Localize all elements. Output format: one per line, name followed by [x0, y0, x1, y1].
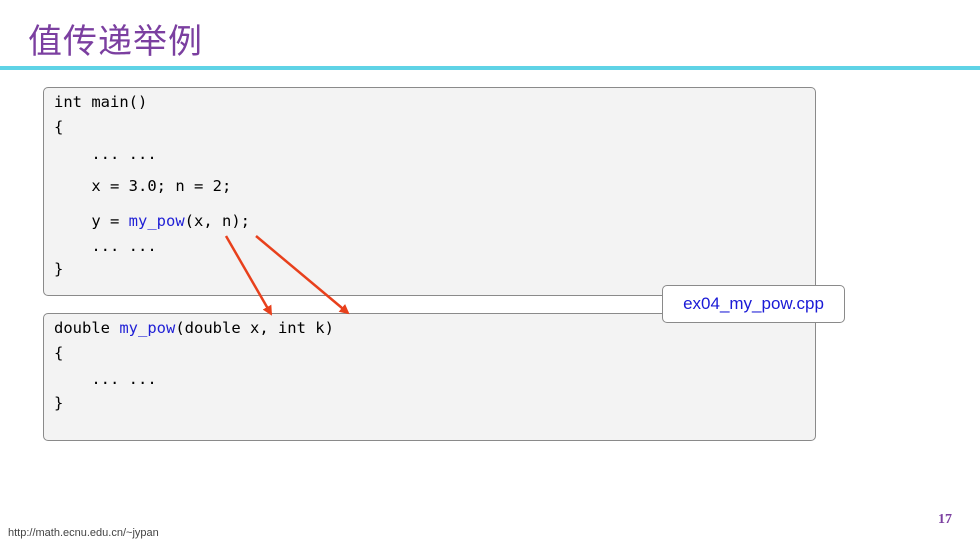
- code-line: {: [54, 118, 64, 136]
- title-divider: [0, 66, 980, 70]
- code-text: (double x, int k): [175, 319, 334, 337]
- code-line-signature: double my_pow(double x, int k): [54, 319, 334, 337]
- page-number: 17: [938, 512, 952, 527]
- code-text: double: [54, 319, 120, 337]
- filename-label: ex04_my_pow.cpp: [662, 285, 845, 323]
- code-text: y =: [54, 212, 129, 230]
- function-name: my_pow: [128, 212, 185, 230]
- function-name: my_pow: [119, 319, 176, 337]
- code-line: }: [54, 260, 64, 278]
- code-line: {: [54, 344, 64, 362]
- function-code-block: double my_pow(double x, int k) { ... ...…: [43, 313, 816, 441]
- main-code-block: int main() { ... ... x = 3.0; n = 2; y =…: [43, 87, 816, 296]
- code-line-call: y = my_pow(x, n);: [54, 212, 250, 230]
- slide-title: 值传递举例: [28, 22, 203, 62]
- code-line: x = 3.0; n = 2;: [54, 177, 232, 195]
- code-line: ... ...: [54, 145, 157, 163]
- code-line: ... ...: [54, 370, 157, 388]
- code-line: ... ...: [54, 237, 157, 255]
- code-text: (x, n);: [184, 212, 250, 230]
- code-line: }: [54, 394, 64, 412]
- footer-url: http://math.ecnu.edu.cn/~jypan: [8, 527, 159, 539]
- code-line: int main(): [54, 93, 148, 111]
